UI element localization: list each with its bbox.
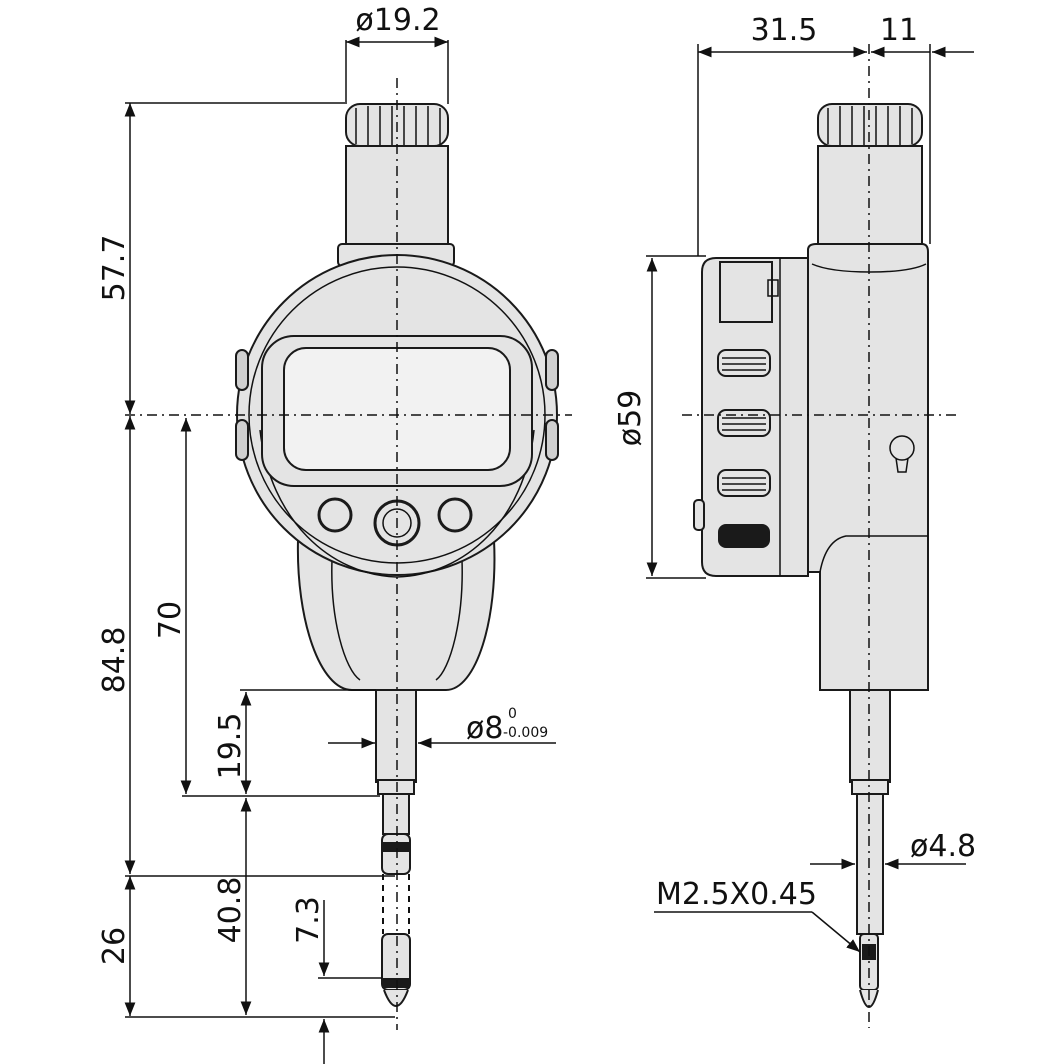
left-button — [317, 497, 353, 533]
dim-height-middle: 84.8 — [97, 627, 132, 694]
dim-stem-diameter: ø8 — [466, 711, 503, 746]
dim-tip-length: 7.3 — [291, 896, 326, 944]
dim-spindle-diameter: ø4.8 — [910, 829, 976, 864]
spindle — [382, 793, 410, 835]
dim-to-stem: 70 — [153, 601, 188, 639]
stem — [375, 689, 417, 783]
dim-body-diameter: ø59 — [613, 390, 648, 447]
dim-stem-tol-upper: 0 — [508, 706, 517, 722]
dim-offset: 11 — [880, 13, 918, 48]
dim-depth: 31.5 — [751, 13, 818, 48]
side-dimensions: 31.5 11 ø59 ø4.8 M2.5X0.45 — [613, 13, 976, 953]
lower-body — [296, 539, 496, 691]
front-view — [125, 78, 572, 1030]
front-dimensions: ø19.2 57.7 84.8 26 70 19.5 40.8 7.3 ø8 0… — [97, 3, 556, 1064]
dim-thread: M2.5X0.45 — [656, 877, 817, 912]
dim-bottom: 26 — [97, 927, 132, 965]
dim-stroke-total: 40.8 — [213, 877, 248, 944]
dim-stem-length: 19.5 — [213, 713, 248, 780]
right-button — [437, 497, 473, 533]
dim-height-top: 57.7 — [97, 235, 132, 302]
dim-cap-diameter: ø19.2 — [355, 3, 440, 38]
side-body — [807, 243, 929, 691]
dim-stem-tol-lower: -0.009 — [503, 725, 548, 741]
keyhole — [889, 435, 915, 461]
side-view — [682, 44, 958, 1028]
